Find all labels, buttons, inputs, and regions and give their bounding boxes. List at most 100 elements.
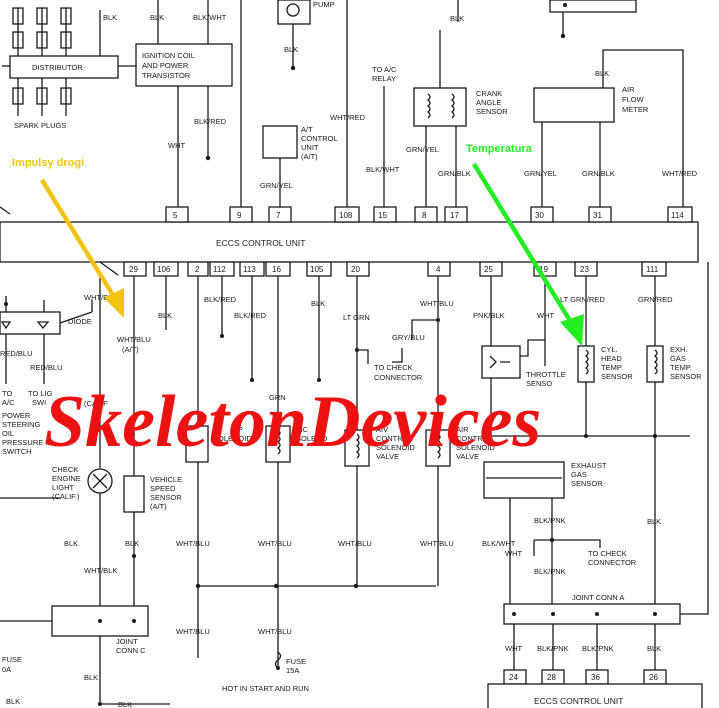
wire-label: PNK/BLK — [473, 311, 505, 320]
wht-blu-at-1: WHT/BLU — [117, 335, 151, 344]
wire-label: WHT/BLU — [176, 539, 210, 548]
diode-label: DIODE — [68, 317, 92, 326]
air-flow-label-1: AIR — [622, 85, 635, 94]
fuse-label-1: FUSE — [286, 657, 306, 666]
distributor-label: DISTRIBUTOR — [32, 63, 83, 72]
impulse-annotation-text: Impulsy drogi — [12, 157, 84, 169]
check-connector-1-line-2: CONNECTOR — [374, 373, 423, 382]
fuse-left-label-1: FUSE — [2, 655, 22, 664]
power-steering-label-1: POWER — [2, 411, 31, 420]
power-steering-label-3: OIL — [2, 429, 14, 438]
pin-label: 112 — [213, 265, 226, 274]
lock-up-solenoid-box — [185, 425, 209, 463]
wire-label: BLK — [311, 299, 325, 308]
pin-label: 4 — [436, 265, 441, 274]
wire-label: BLK/PNK — [534, 567, 566, 576]
cyl-head-label-3: TEMP. — [601, 363, 623, 372]
wire-label: BLK — [118, 700, 132, 708]
wire-label: WHT/BLU — [258, 539, 292, 548]
pin-label: 2 — [195, 265, 200, 274]
wire-label: WHT — [505, 549, 522, 558]
wire-label: BLK — [647, 517, 661, 526]
check-engine-label-3: LIGHT — [52, 483, 75, 492]
crank-angle-label-3: SENSOR — [476, 107, 508, 116]
temperature-arrow-head — [560, 314, 584, 346]
annotation-impulse: Impulsy drogi — [12, 157, 124, 318]
wire-label: BLK/RED — [194, 117, 227, 126]
to-ac-label-2: A/C — [2, 398, 15, 407]
wire-label: BLK — [125, 539, 139, 548]
wire-label: BLK — [647, 644, 661, 653]
check-engine-label-4: (CALIF.) — [52, 492, 80, 501]
aiv-label-1: AIV — [376, 425, 388, 434]
ignition-coil-group: IGNITION COIL AND POWER TRANSISTOR BLK B… — [135, 0, 242, 207]
left-edge-group: DIODE WHT/BLU RED/BLU RED/BLU TO A/C TO … — [0, 293, 118, 499]
wire-label: GRN/BLK — [582, 169, 615, 178]
pin-label: 9 — [237, 211, 242, 220]
wire-label: WHT/RED — [662, 169, 698, 178]
pin-label: 28 — [547, 673, 556, 682]
wht-blu-at-2: (A/T) — [122, 345, 139, 354]
hot-in-start-label: HOT IN START AND RUN — [222, 684, 309, 693]
wire-label: BLK/WHT — [482, 539, 516, 548]
pin-label: 111 — [646, 265, 659, 274]
cyl-head-label-1: CYL. — [601, 345, 618, 354]
wire-label: GRN — [269, 393, 286, 402]
exhaust-gas-sensor-box — [483, 461, 565, 499]
wire-label: BLK — [450, 14, 464, 23]
wire-label: BLK — [595, 69, 609, 78]
wire-label: BLK — [6, 697, 20, 706]
to-light-label-1: TO LIG — [28, 389, 53, 398]
check-connector-2-line-1: TO CHECK — [588, 549, 627, 558]
ac-relay-label-1: TO A/C — [372, 65, 397, 74]
wire-label: LT GRN — [343, 313, 370, 322]
lock-up-label-2: OLENOID — [218, 434, 252, 443]
cyl-head-sensor-box — [577, 345, 595, 383]
wire-label: WHT/BLU — [420, 539, 454, 548]
wire-label: GRN/YEL — [524, 169, 557, 178]
pin-label: 105 — [310, 265, 324, 274]
exh-label-3: TEMP. — [670, 363, 692, 372]
wire-label: LT GRN/RED — [560, 295, 605, 304]
joint-conn-c-group: JOINT CONN C BLK BLK FUSE 0A BLK — [0, 605, 170, 708]
wire-label: BLK — [84, 673, 98, 682]
at-control-label-1: A/T — [301, 125, 313, 134]
pin-label: 25 — [484, 265, 493, 274]
wire-label: GRN/RED — [638, 295, 673, 304]
power-steering-label-4: PRESSURE — [2, 438, 43, 447]
air-label-4: VALVE — [456, 452, 479, 461]
joint-conn-a-group: JOINT CONN A WHT BLK/PNK BLK/PNK BLK — [503, 262, 709, 670]
air-label-1: AIR — [456, 425, 469, 434]
top-pin-row: 5 9 7 108 15 8 17 30 31 114 — [165, 206, 693, 223]
crank-angle-box — [413, 87, 467, 127]
aiv-solenoid-group: LT GRN TO CHECK CONNECTOR AIV CONTROL SO… — [338, 276, 423, 586]
wire-label: GRN/BLK — [438, 169, 471, 178]
pin-label: 24 — [509, 673, 518, 682]
air-label-2: CONTROL — [456, 434, 493, 443]
at-control-label-2: CONTROL — [301, 134, 338, 143]
distributor-group: DISTRIBUTOR SPARK PLUGS BLK — [2, 7, 136, 130]
pin-label: 31 — [593, 211, 602, 220]
pin-label: 29 — [129, 265, 138, 274]
exhaust-gas-label-2: GAS — [571, 470, 587, 479]
pump-label: PUMP — [313, 0, 335, 9]
top-right-box — [549, 0, 637, 13]
aiv-label-3: SOLENOID — [376, 443, 415, 452]
at-control-box — [262, 125, 298, 159]
power-steering-label-5: SWITCH — [2, 447, 32, 456]
air-flow-label-3: METER — [622, 105, 649, 114]
air-solenoid-box — [425, 429, 451, 467]
vehicle-speed-label-4: (A/T) — [150, 502, 167, 511]
wire-label: BLK — [150, 13, 164, 22]
pin-label: 108 — [339, 211, 353, 220]
at-control-group: A/T CONTROL UNIT (A/T) GRN/YEL — [260, 125, 338, 207]
to-ac-label-1: TO — [2, 389, 12, 398]
joint-conn-c-label-2: CONN C — [116, 646, 146, 655]
wire-label: RED/BLU — [30, 363, 63, 372]
fic-solenoid-box — [265, 425, 291, 463]
impulse-arrow-shaft — [40, 178, 118, 302]
eccs-control-unit-box — [0, 221, 699, 263]
check-connector-2-line-2: CONNECTOR — [588, 558, 637, 567]
wire-label: WHT/BLU — [420, 299, 454, 308]
exhaust-gas-label-3: SENSOR — [571, 479, 603, 488]
